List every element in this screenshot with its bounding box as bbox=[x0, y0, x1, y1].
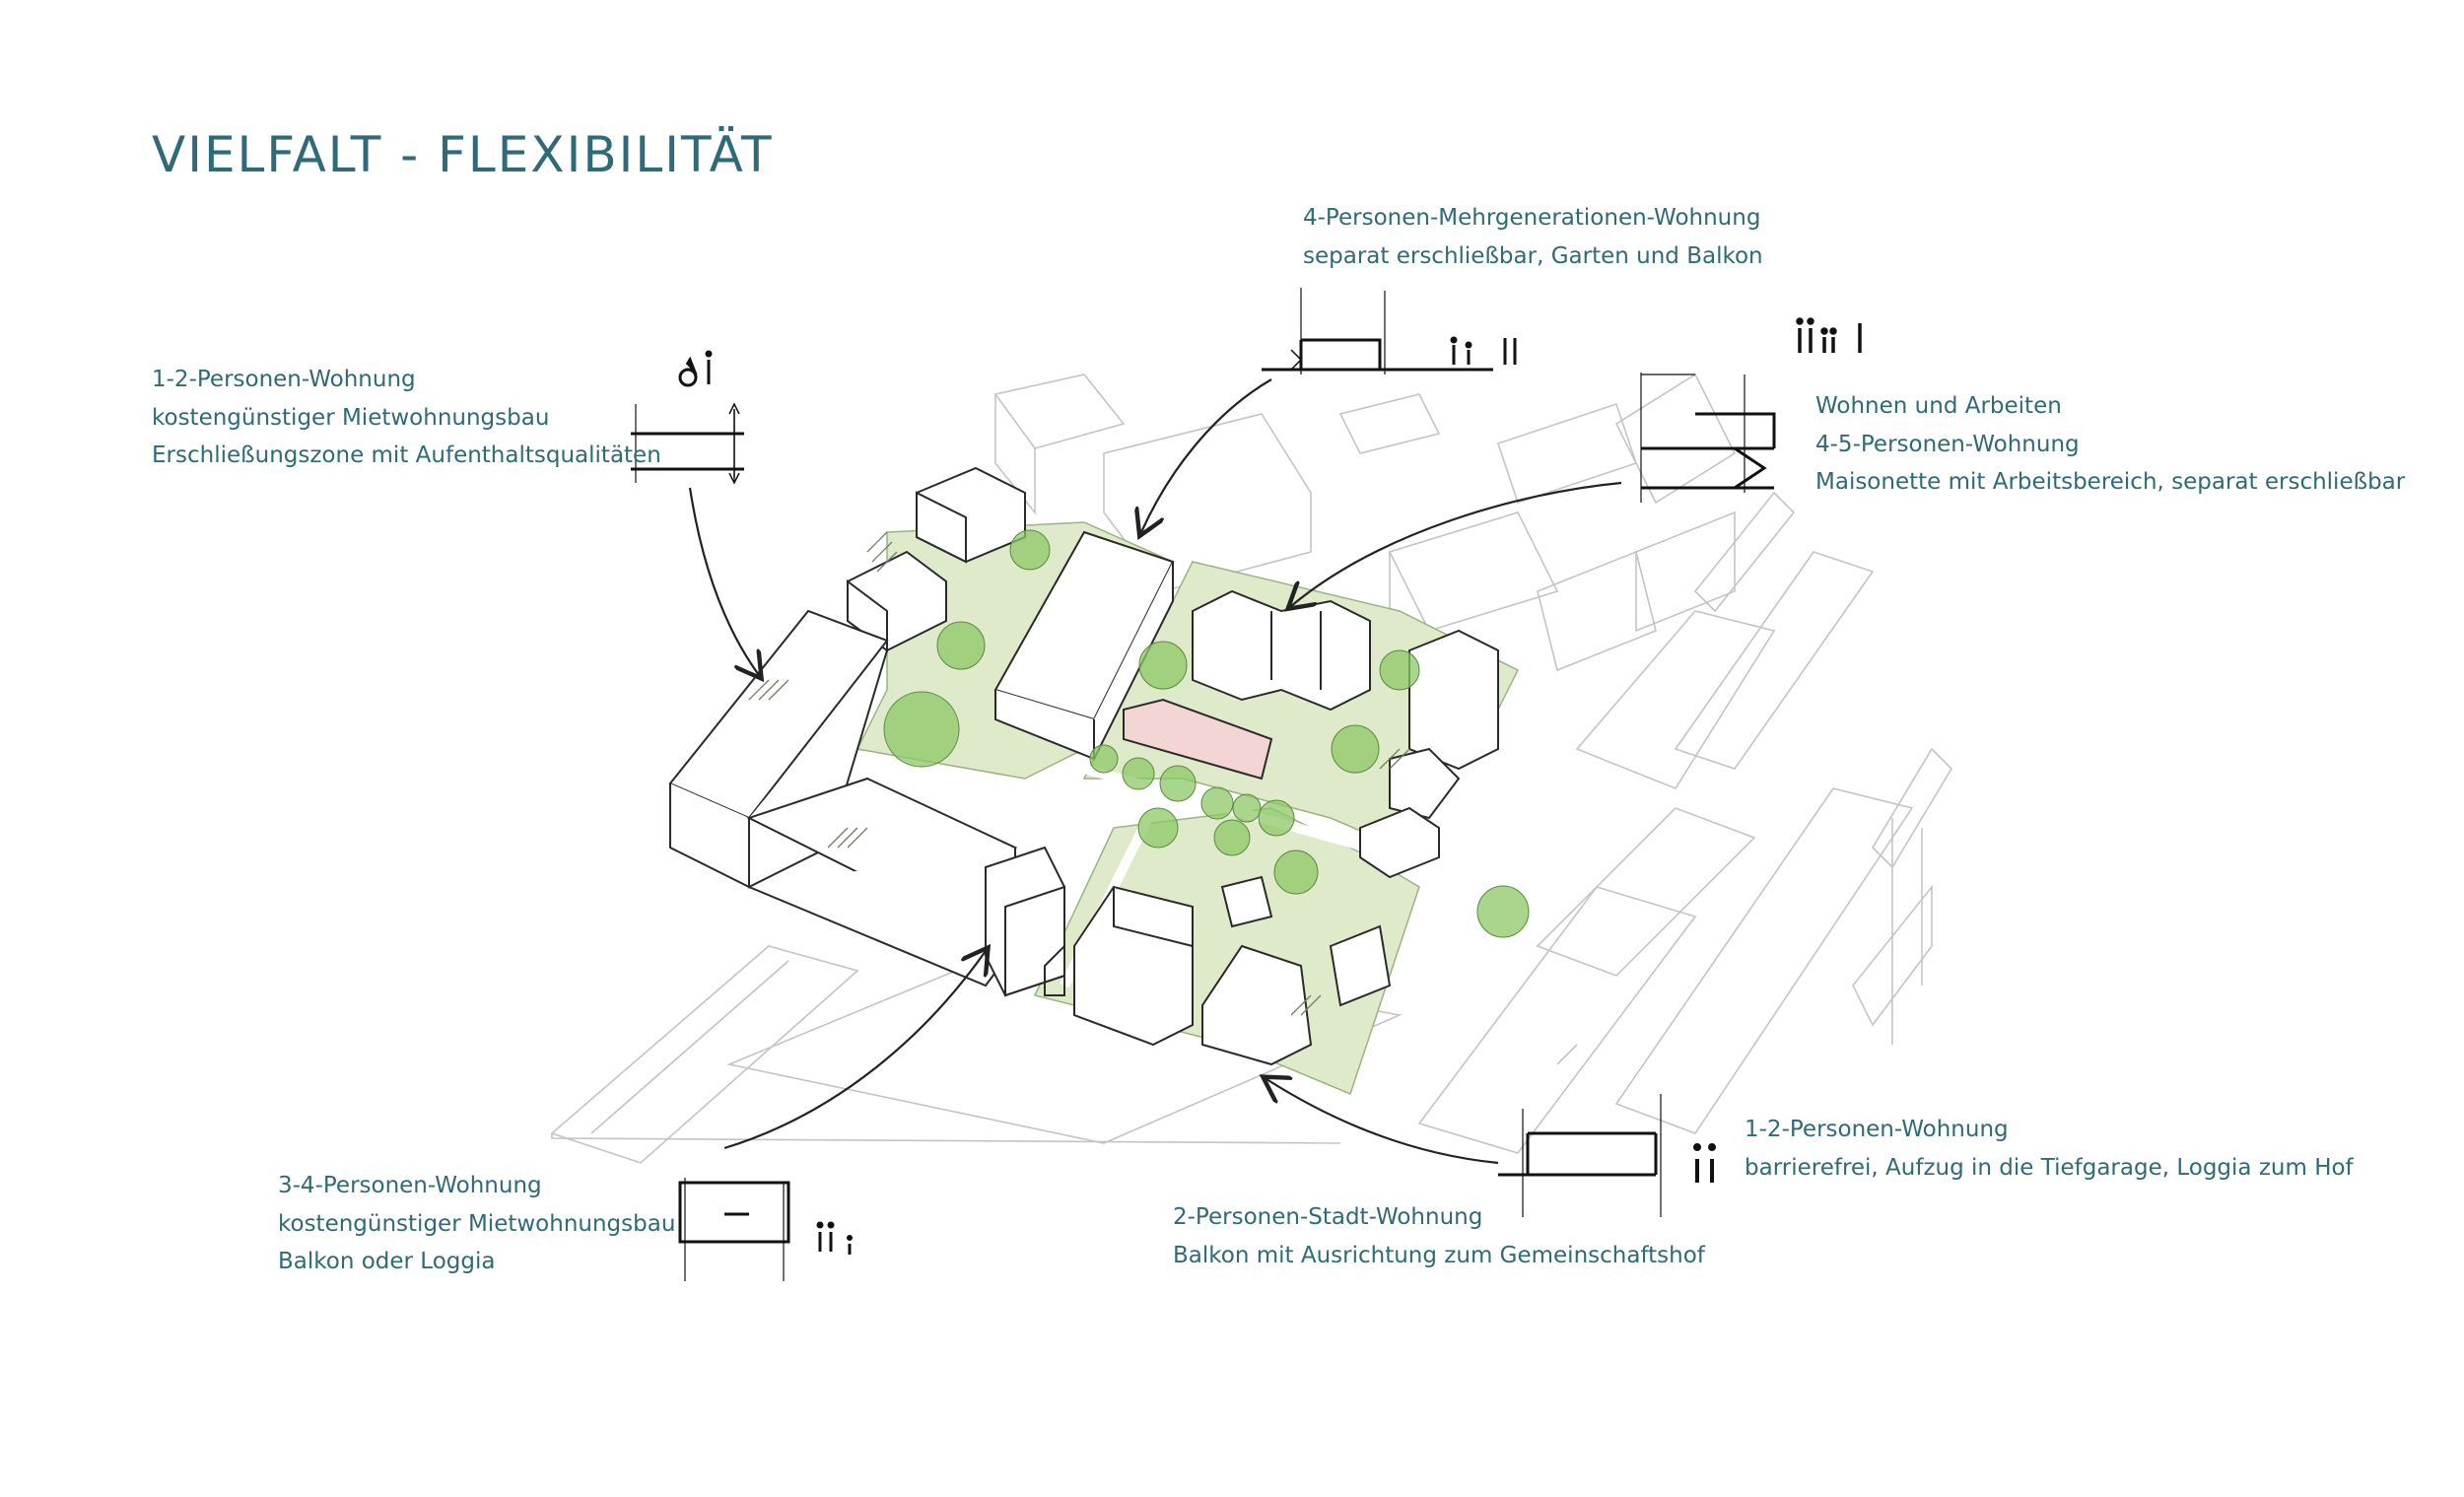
building-east-mid bbox=[1389, 747, 1461, 820]
page-title: VIELFALT - FLEXIBILITÄT bbox=[152, 126, 774, 183]
floorplan-a1 bbox=[631, 402, 744, 485]
arrow-a4 bbox=[723, 951, 986, 1150]
annotation-line: Balkon oder Loggia bbox=[278, 1249, 496, 1274]
three-persons-icon bbox=[816, 1221, 853, 1255]
floorplan-a2 bbox=[1262, 288, 1493, 374]
annotation-2-personen-stadt: 2-Personen-Stadt-Wohnung Balkon mit Ausr… bbox=[1173, 1198, 1705, 1274]
annotation-line: kostengünstiger Mietwohnungsbau bbox=[278, 1210, 676, 1237]
buildings bbox=[668, 466, 1499, 1066]
annotation-line: Maisonette mit Arbeitsbereich, separat e… bbox=[1815, 469, 2406, 495]
annotation-line: separat erschließbar, Garten und Balkon bbox=[1303, 242, 1763, 269]
community-building bbox=[1123, 698, 1273, 781]
trees bbox=[883, 529, 1530, 938]
annotation-line: barrierefrei, Aufzug in die Tiefgarage, … bbox=[1745, 1154, 2354, 1181]
arrow-a6 bbox=[1266, 1079, 1499, 1165]
context-buildings bbox=[550, 373, 1953, 1164]
arrow-a2 bbox=[1141, 378, 1272, 532]
annotation-3-4-personen: 3-4-Personen-Wohnung kostengünstiger Mie… bbox=[278, 1167, 675, 1281]
wheelchair-person-icon bbox=[678, 350, 713, 387]
building-ne-block bbox=[1192, 589, 1371, 712]
arrow-a1 bbox=[688, 487, 759, 675]
annotation-line: 3-4-Personen-Wohnung bbox=[278, 1173, 542, 1198]
annotation-line: 1-2-Personen-Wohnung bbox=[152, 367, 416, 392]
annotation-line: 1-2-Personen-Wohnung bbox=[1745, 1117, 2009, 1142]
annotation-4-personen-mehrgenerationen: 4-Personen-Mehrgenerationen-Wohnung sepa… bbox=[1303, 199, 1763, 275]
floorplan-a3 bbox=[1640, 373, 1776, 503]
floorplan-a4 bbox=[678, 1178, 790, 1281]
building-se-inner bbox=[1201, 944, 1313, 1066]
building-east-low bbox=[1359, 806, 1440, 879]
building-east-tall bbox=[1408, 629, 1499, 771]
annotation-1-2-personen-kostenguenstig: 1-2-Personen-Wohnung kostengünstiger Mie… bbox=[152, 361, 661, 475]
hatching bbox=[748, 531, 1410, 1016]
annotation-line: kostengünstiger Mietwohnungsbau bbox=[152, 404, 550, 431]
annotation-line: 2-Personen-Stadt-Wohnung bbox=[1173, 1204, 1483, 1230]
annotation-line: Balkon mit Ausrichtung zum Gemeinschafts… bbox=[1173, 1242, 1705, 1268]
annotation-arrows bbox=[688, 378, 1622, 1165]
two-persons-icon bbox=[1693, 1143, 1716, 1183]
annotation-line: Wohnen und Arbeiten bbox=[1815, 393, 2062, 419]
annotation-wohnen-und-arbeiten: Wohnen und Arbeiten 4-5-Personen-Wohnung… bbox=[1815, 387, 2405, 502]
arrow-a3 bbox=[1291, 481, 1622, 606]
annotation-1-2-personen-barrierefrei: 1-2-Personen-Wohnung barrierefrei, Aufzu… bbox=[1745, 1111, 2354, 1187]
annotation-line: Erschließungszone mit Aufenthaltsqualitä… bbox=[152, 442, 661, 468]
floorplan-a6 bbox=[1498, 1094, 1662, 1217]
four-persons-icon bbox=[1450, 336, 1517, 365]
annotation-line: 4-5-Personen-Wohnung bbox=[1815, 431, 2080, 457]
annotation-line: 4-Personen-Mehrgenerationen-Wohnung bbox=[1303, 205, 1761, 231]
five-persons-icon bbox=[1796, 317, 1862, 353]
